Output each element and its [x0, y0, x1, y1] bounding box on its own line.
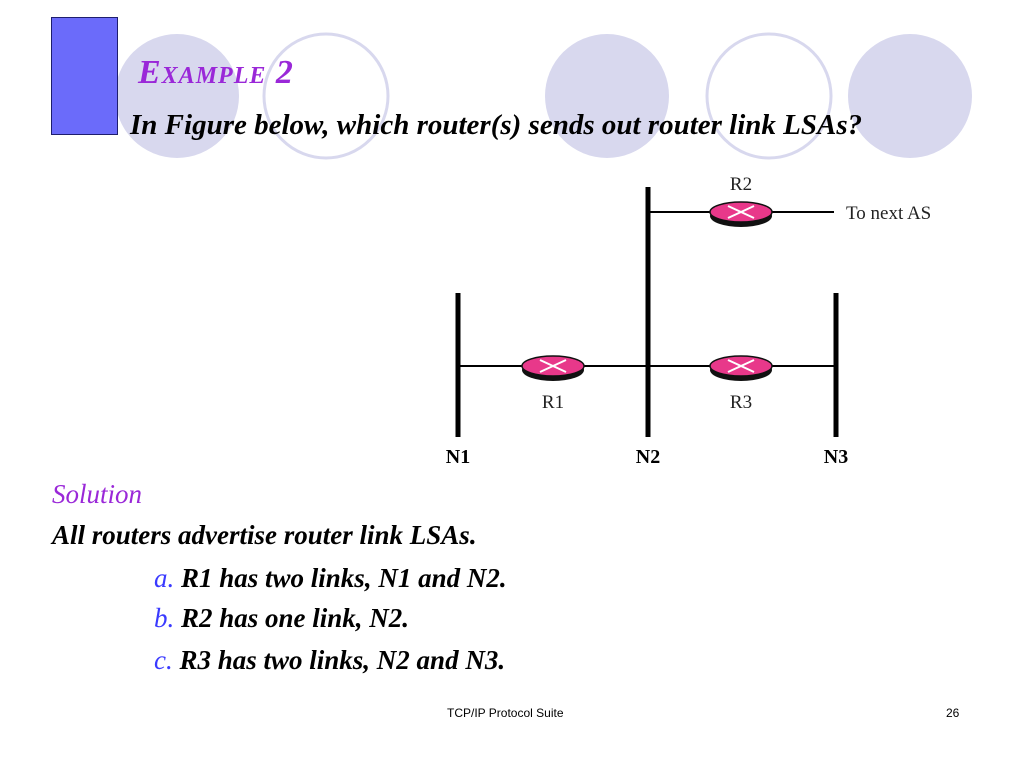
- router-label-r2: R2: [730, 174, 752, 195]
- solution-item-marker: c.: [154, 645, 173, 675]
- deco-circle: [848, 34, 972, 158]
- solution-intro: All routers advertise router link LSAs.: [52, 520, 477, 550]
- solution-item-marker: b.: [154, 603, 175, 633]
- network-label-n2: N2: [636, 446, 660, 468]
- solution-item-text: R3 has two links, N2 and N3.: [179, 645, 506, 675]
- solution-item-text: R1 has two links, N1 and N2.: [181, 563, 507, 593]
- deco-circle: [115, 34, 239, 158]
- network-diagram: R1 R3 R2 To next AS N1 N2 N3: [446, 174, 931, 468]
- question-text: In Figure below, which router(s) sends o…: [130, 109, 863, 141]
- network-label-n1: N1: [446, 446, 470, 468]
- decorative-circles: [115, 32, 972, 160]
- example-title: Example 2: [138, 54, 294, 91]
- deco-circle: [705, 32, 833, 160]
- router-r3-cross-icon: [727, 359, 755, 373]
- router-r2: [709, 201, 773, 227]
- router-label-r1: R1: [542, 392, 564, 413]
- router-r2-cross-icon: [727, 205, 755, 219]
- router-r1-cross-icon: [539, 359, 567, 373]
- solution-item-marker: a.: [154, 563, 175, 593]
- deco-circle: [545, 34, 669, 158]
- solution-item-text: R2 has one link, N2.: [181, 603, 410, 633]
- solution-item-a: a. R1 has two links, N1 and N2.: [154, 563, 507, 594]
- accent-box: [51, 17, 118, 135]
- router-label-r3: R3: [730, 392, 752, 413]
- external-label: To next AS: [846, 203, 931, 224]
- page-number: 26: [946, 706, 960, 720]
- deco-circle: [262, 32, 390, 160]
- router-r1: [521, 355, 585, 381]
- solution-item-b: b. R2 has one link, N2.: [154, 603, 409, 634]
- network-label-n3: N3: [824, 446, 848, 468]
- router-r3: [709, 355, 773, 381]
- footer-text: TCP/IP Protocol Suite: [447, 706, 564, 720]
- solution-item-c: c. R3 has two links, N2 and N3.: [154, 645, 505, 676]
- solution-title: Solution: [52, 479, 143, 509]
